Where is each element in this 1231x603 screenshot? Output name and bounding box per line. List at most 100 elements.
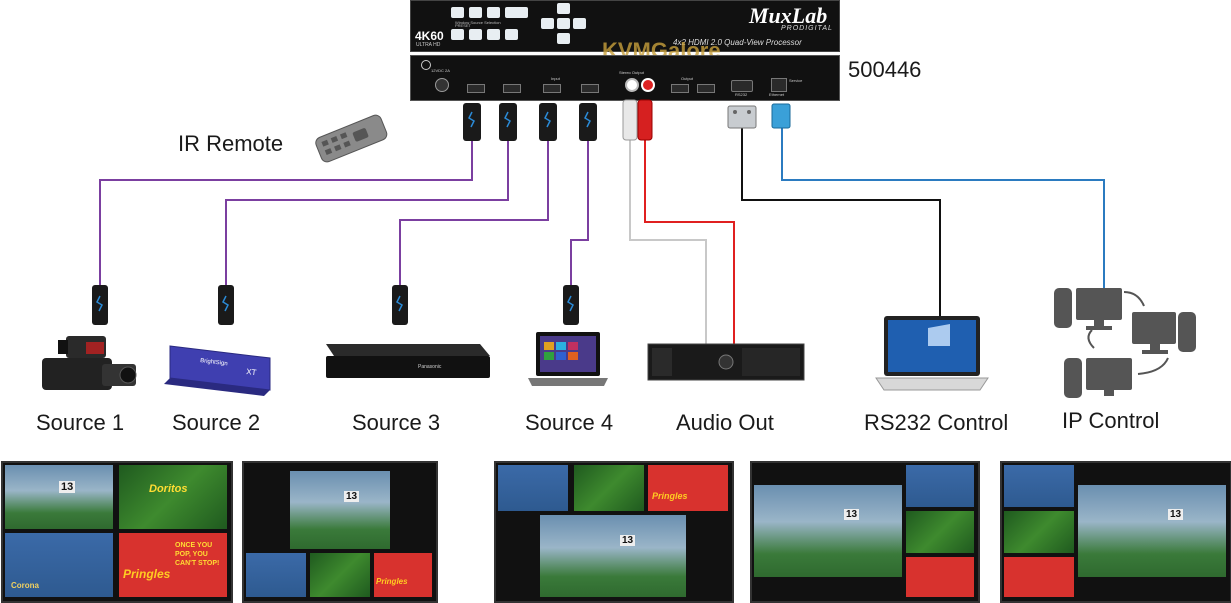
layout-pip-right: 13 (750, 461, 980, 603)
dpad-center[interactable] (557, 18, 570, 29)
db9-connector (727, 105, 757, 129)
source4-label: Source 4 (525, 410, 614, 435)
tile-beer-left (1004, 465, 1074, 507)
dpad-left[interactable] (541, 18, 554, 29)
brand-logo: MuxLab (749, 3, 828, 28)
stereo-output-label: Stereo Output (619, 70, 644, 75)
source2-label: Source 2 (172, 410, 261, 435)
pringles-brand: Pringles (123, 567, 171, 581)
layout-quad: 13 Doritos Corona Pringles ONCE YOU POP,… (1, 461, 233, 603)
ip-control-label: IP Control (1062, 408, 1160, 433)
tile-pringles-top: Pringles (648, 465, 728, 511)
power-label: 12VDC 2A (431, 68, 450, 73)
audio-jack-left[interactable] (625, 78, 639, 92)
tile-pringles-left (1004, 557, 1074, 597)
beer-brand: Corona (11, 581, 39, 590)
front-button-4[interactable] (505, 7, 518, 18)
tile-football-bottom: 13 (540, 515, 686, 597)
ip-control-network-icon (1054, 288, 1196, 398)
tile-chips-left (1004, 511, 1074, 553)
laptop-icon (528, 332, 608, 386)
rs232-cable (741, 128, 941, 318)
audio-jack-right[interactable] (641, 78, 655, 92)
front-button-menu[interactable] (515, 7, 528, 18)
brand-sub: PRODIGITAL (781, 25, 833, 32)
service-label: Service (789, 78, 803, 83)
player-number-large: 13 (344, 491, 360, 502)
front-button-full[interactable] (487, 29, 500, 40)
hdmi-cable-source1 (99, 140, 473, 285)
audio-cable-left (629, 140, 707, 345)
tile-beer-right (906, 465, 974, 507)
pringles-brand-small: Pringles (376, 577, 408, 586)
ir-remote-icon (315, 114, 388, 163)
front-button-2[interactable] (469, 7, 482, 18)
settop-brand: BrightSign (200, 358, 228, 367)
model-number: 500446 (848, 57, 922, 82)
rca-connectors (622, 99, 653, 141)
tile-football: 13 (5, 465, 113, 529)
tile-beer-top (498, 465, 568, 511)
tile-pringles: Pringles ONCE YOU POP, YOU CAN'T STOP! (119, 533, 227, 597)
tile-football-right: 13 (1078, 485, 1226, 577)
player-number-bottom: 13 (620, 535, 636, 546)
tile-chips-top (574, 465, 644, 511)
audio-cable-right (644, 140, 735, 345)
ethernet-port-label: Ethernet (769, 92, 785, 97)
hdmi-input-2[interactable] (503, 84, 521, 93)
ethernet-cable (781, 128, 1105, 290)
hdmi-input-4[interactable] (581, 84, 599, 93)
bluray-brand: Panasonic (418, 364, 442, 370)
product-name: 4x2 HDMI 2.0 Quad-View Processor (673, 38, 802, 47)
player-number: 13 (59, 481, 76, 493)
dpad-right[interactable] (573, 18, 586, 29)
hdmi-output-2[interactable] (697, 84, 715, 93)
hdmi-input-1[interactable] (467, 84, 485, 93)
tile-chips-right (906, 511, 974, 553)
hdmi-input-3[interactable] (543, 84, 561, 93)
device-front-panel: 4K60 ULTRA HD Window Source Selection PR… (410, 0, 840, 52)
tile-chips: Doritos (119, 465, 227, 529)
rs232-port[interactable] (731, 80, 753, 92)
badge-4k60: 4K60 (415, 29, 444, 43)
tile-chips-small (310, 553, 370, 597)
player-number-left: 13 (844, 509, 860, 520)
settop-box-icon: BrightSign XT (164, 345, 271, 396)
chips-brand: Doritos (149, 483, 188, 495)
layout-pip-top: Pringles 13 (494, 461, 734, 603)
player-number-right: 13 (1168, 509, 1184, 520)
layout-pip-bottom: 13 Pringles (242, 461, 438, 603)
output-label: Output (681, 76, 694, 81)
window-source-label: Window Source Selection (455, 20, 501, 25)
settop-model: XT (246, 367, 257, 377)
pringles-slogan: ONCE YOU POP, YOU CAN'T STOP! (175, 542, 220, 567)
amplifier-icon (647, 343, 805, 381)
pringles-brand-top: Pringles (652, 491, 688, 501)
rs232-control-label: RS232 Control (864, 410, 1009, 435)
ir-remote-label: IR Remote (178, 131, 284, 156)
front-button-3[interactable] (487, 7, 500, 18)
front-button-back[interactable] (505, 29, 518, 40)
dpad-up[interactable] (557, 3, 570, 14)
power-icon (421, 60, 431, 70)
hdmi-connectors-top (463, 103, 597, 141)
badge-uhd: ULTRA HD (416, 42, 441, 48)
ethernet-port[interactable] (771, 78, 787, 92)
hdmi-cable-source4 (570, 140, 589, 285)
front-button-preset[interactable] (451, 29, 464, 40)
front-preset-label: PRESET (455, 23, 472, 28)
front-button-1[interactable] (451, 7, 464, 18)
rs232-port-label: RS232 (735, 92, 748, 97)
audio-out-label: Audio Out (676, 410, 774, 435)
dpad-down[interactable] (557, 33, 570, 44)
hdmi-cable-source2 (225, 140, 509, 285)
front-button-quad[interactable] (469, 29, 482, 40)
hdmi-output-1[interactable] (671, 84, 689, 93)
rj45-connector (771, 103, 791, 129)
tile-pringles-right (906, 557, 974, 597)
tile-pringles-small: Pringles (374, 553, 432, 597)
tile-beer: Corona (5, 533, 113, 597)
